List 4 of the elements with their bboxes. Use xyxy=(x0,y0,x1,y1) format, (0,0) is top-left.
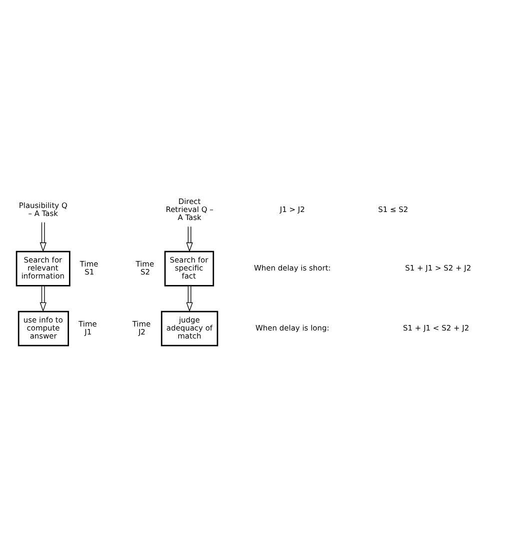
arrow xyxy=(40,222,46,252)
arrow xyxy=(40,286,46,312)
arrow xyxy=(186,226,193,252)
arrow xyxy=(186,286,193,312)
